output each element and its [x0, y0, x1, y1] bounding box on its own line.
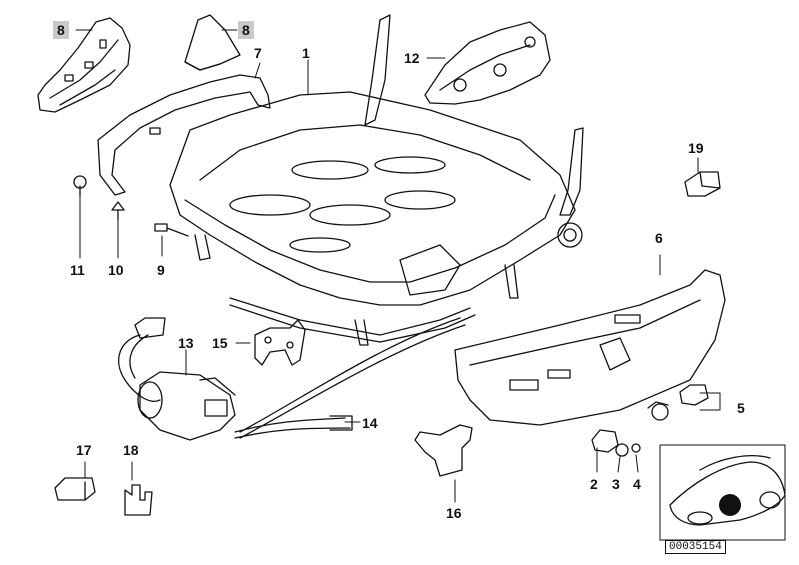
callout-19: 19 [688, 140, 704, 156]
part-4-knob-cap [631, 443, 641, 453]
location-marker [719, 494, 741, 516]
callout-7: 7 [254, 45, 262, 61]
callout-17: 17 [76, 442, 92, 458]
diagram-code: 00035154 [665, 540, 726, 554]
part-1-seat-frame [169, 14, 584, 346]
part-12-mechanism [424, 21, 551, 105]
callout-15: 15 [212, 335, 228, 351]
part-18-clip [124, 484, 153, 516]
part-7-trim-strip [97, 74, 271, 196]
callout-2: 2 [590, 476, 598, 492]
part-9-bolt [154, 223, 189, 237]
part-15-bracket [254, 319, 306, 366]
part-2-switch-housing [591, 429, 619, 453]
part-10-screw [111, 201, 125, 221]
callout-18: 18 [123, 442, 139, 458]
part-16-bracket-plate [414, 424, 473, 477]
part-17-cap [54, 477, 96, 501]
callout-8-cap: 8 [238, 21, 254, 39]
callout-13: 13 [178, 335, 194, 351]
callout-1: 1 [302, 45, 310, 61]
callout-14: 14 [362, 415, 378, 431]
part-11-clip [73, 175, 87, 197]
callout-4: 4 [633, 476, 641, 492]
part-8-side-cover [37, 17, 131, 113]
vehicle-thumbnail [659, 444, 786, 541]
callout-9: 9 [157, 262, 165, 278]
callout-10: 10 [108, 262, 124, 278]
part-3-knob [615, 443, 629, 457]
callout-16: 16 [446, 505, 462, 521]
part-6-side-trim [454, 269, 726, 426]
callout-8-cover: 8 [53, 21, 69, 39]
callout-3: 3 [612, 476, 620, 492]
part-5-switch [647, 384, 709, 421]
callout-5: 5 [737, 400, 745, 416]
callout-12: 12 [404, 50, 420, 66]
part-19-cap [684, 171, 721, 197]
leader-lines [75, 29, 721, 503]
callout-11: 11 [70, 262, 85, 278]
callout-6: 6 [655, 230, 663, 246]
part-8-cap [184, 14, 241, 71]
part-14-cable [234, 317, 466, 439]
part-13-motor [118, 317, 236, 441]
